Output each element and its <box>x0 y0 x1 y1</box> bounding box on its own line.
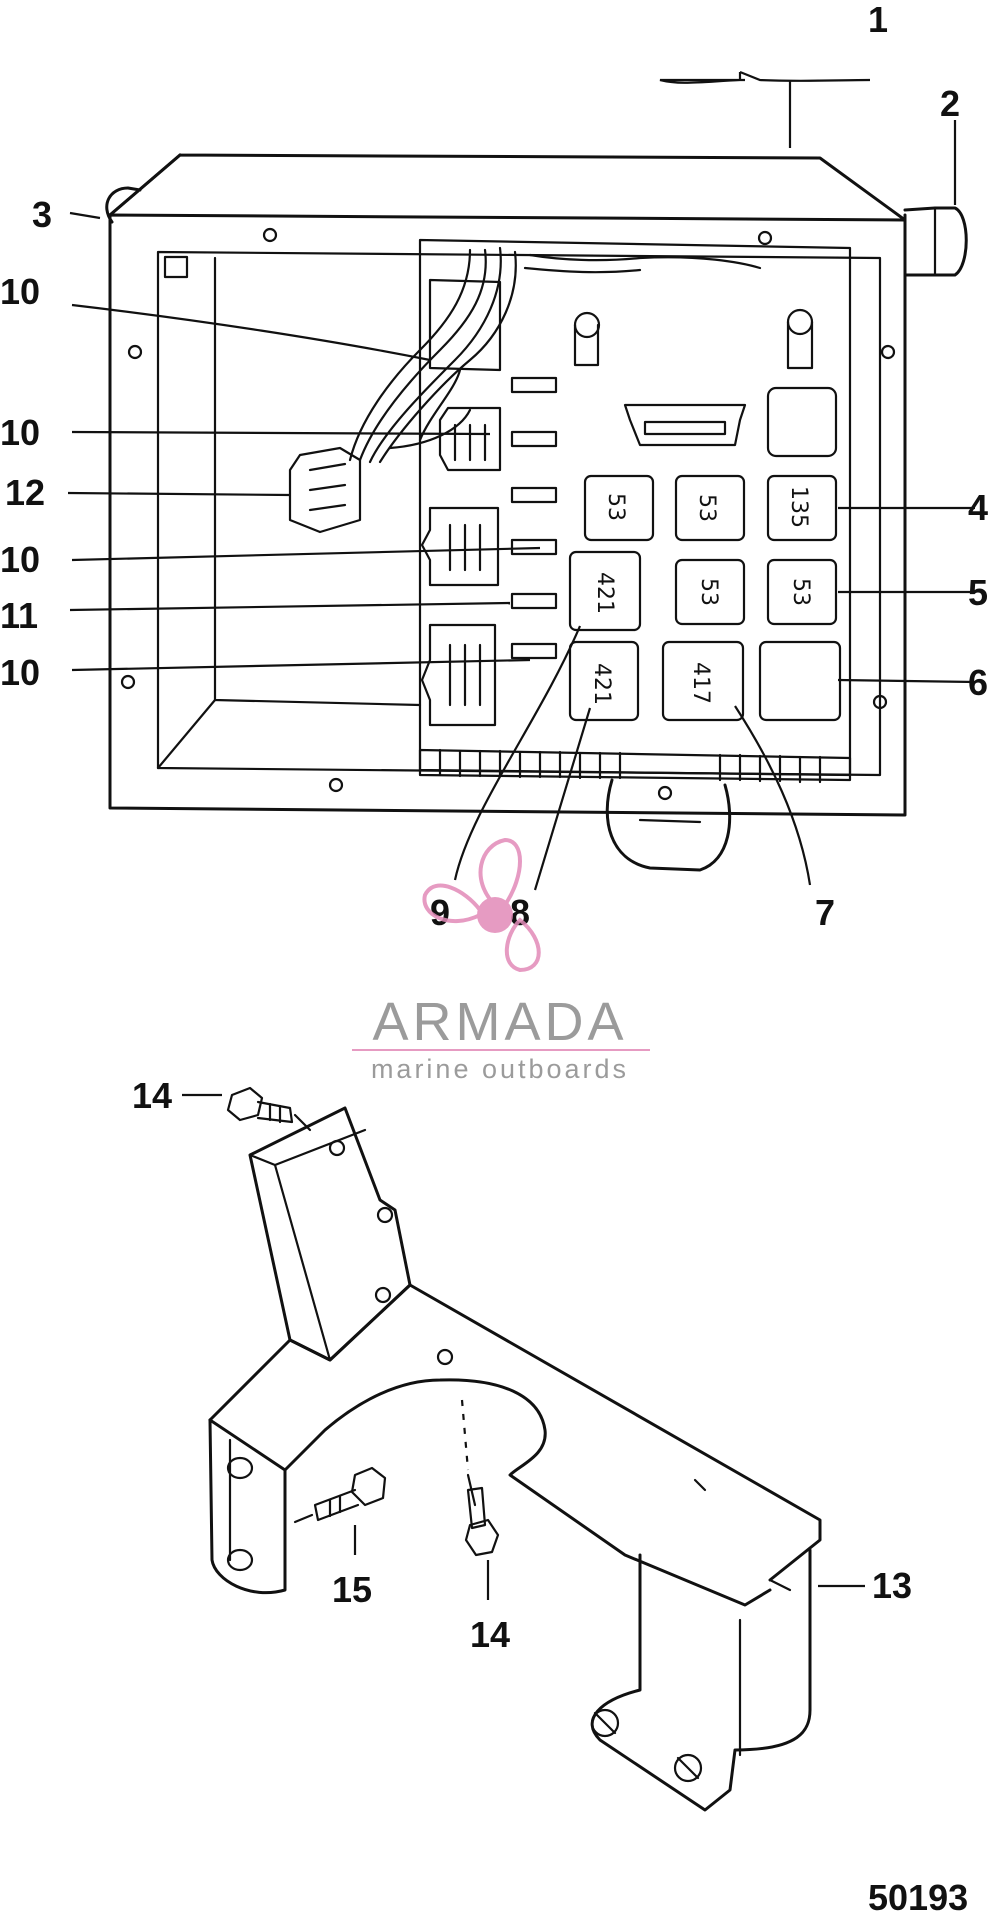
callout-13: 13 <box>872 1565 912 1606</box>
watermark-subtitle: marine outboards <box>371 1054 629 1084</box>
document-number: 50193 <box>868 1877 968 1918</box>
relay-417 <box>661 640 745 722</box>
callout-4: 4 <box>968 487 988 528</box>
relay-53-c <box>674 558 746 626</box>
relay-block: 53 53 135 421 53 53 421 417 <box>568 474 842 722</box>
callouts-upper: 1 2 3 10 10 12 4 10 5 11 10 6 9 8 7 <box>0 0 988 933</box>
leader-lines-upper <box>67 70 976 891</box>
relay-53-a <box>583 474 655 542</box>
callout-10c: 10 <box>0 539 40 580</box>
callout-10a: 10 <box>0 271 40 312</box>
callout-9: 9 <box>430 892 450 933</box>
callout-14a: 14 <box>132 1075 172 1116</box>
relay-label: 421 <box>589 663 614 705</box>
relay-53-b <box>674 474 746 542</box>
callout-6: 6 <box>968 662 988 703</box>
relay-label: 53 <box>694 494 719 522</box>
bolt-14-top <box>226 1086 312 1132</box>
relay-53-d <box>766 558 838 626</box>
bolt-15 <box>293 1466 387 1524</box>
fuse-column <box>510 376 558 660</box>
relay-label: 53 <box>788 578 813 606</box>
callout-3: 3 <box>32 194 52 235</box>
callout-15: 15 <box>332 1569 372 1610</box>
wiring-harness <box>288 246 762 534</box>
callout-2: 2 <box>940 83 960 124</box>
callout-5: 5 <box>968 572 988 613</box>
callout-10b: 10 <box>0 412 40 453</box>
callout-1: 1 <box>868 0 888 40</box>
bracket-assembly <box>208 1106 822 1812</box>
callout-10d: 10 <box>0 652 40 693</box>
bolt-14-mid <box>460 1399 500 1557</box>
armada-watermark: ARMADA marine outboards <box>352 837 650 1084</box>
callouts-lower: 14 13 15 14 <box>132 1075 912 1655</box>
callout-14b: 14 <box>470 1614 510 1655</box>
watermark-title: ARMADA <box>372 992 627 1052</box>
relay-421-b <box>568 640 640 722</box>
relay-421-a <box>568 550 642 632</box>
callout-7: 7 <box>815 892 835 933</box>
callout-11: 11 <box>0 595 38 636</box>
connector-block <box>420 406 502 727</box>
relay-135 <box>766 474 838 542</box>
relay-label: 135 <box>786 486 811 528</box>
relay-label: 53 <box>603 493 628 521</box>
fuse-box-assembly: 53 53 135 421 53 53 421 417 <box>105 153 968 872</box>
relay-label: 53 <box>696 578 721 606</box>
relay-label: 417 <box>688 662 713 704</box>
relay-blank <box>758 640 842 722</box>
relay-label: 421 <box>592 572 617 614</box>
terminal-strip <box>418 748 852 784</box>
leader-lines-lower <box>182 1093 865 1600</box>
callout-12: 12 <box>5 472 45 513</box>
propeller-logo-icon <box>422 837 541 973</box>
